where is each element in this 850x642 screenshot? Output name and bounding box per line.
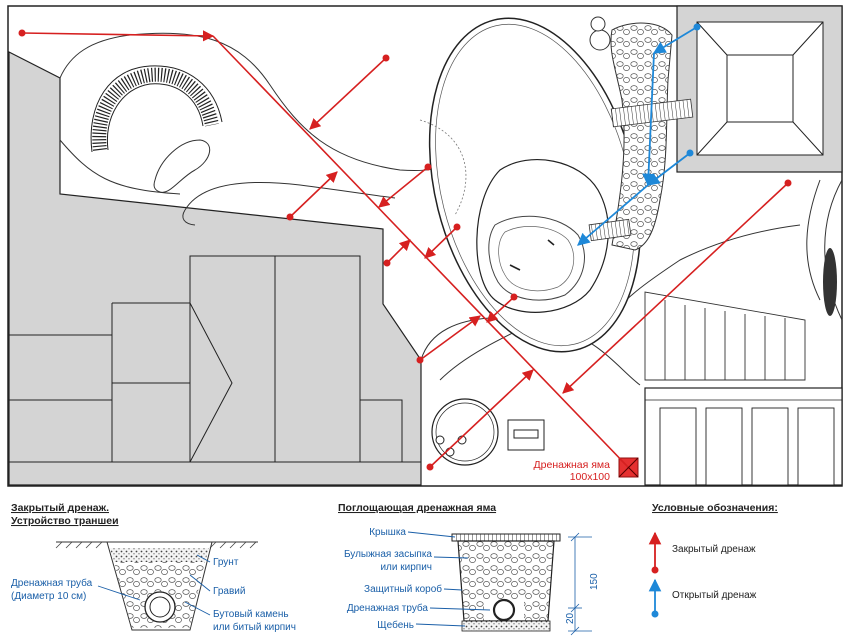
legend-open-dot bbox=[651, 610, 659, 618]
closed-drain-arrow bbox=[486, 296, 515, 323]
boulder bbox=[589, 29, 611, 51]
label-lid: Крышка bbox=[369, 527, 406, 538]
trench-soil bbox=[110, 548, 209, 562]
garage-roof bbox=[696, 21, 824, 156]
legend: Условные обозначения: Закрытый дренаж От… bbox=[648, 502, 778, 618]
trench-gravel bbox=[114, 562, 205, 578]
open-drain-arrow bbox=[646, 152, 691, 186]
closed-drain-arrow bbox=[21, 30, 215, 42]
trench-leaders bbox=[97, 554, 211, 616]
stepped-arc-outline bbox=[90, 65, 223, 153]
open-drain-arrow bbox=[577, 184, 649, 246]
boulder bbox=[590, 16, 606, 32]
dark-ellipse bbox=[823, 248, 837, 316]
label-pipe-line1: Дренажная труба bbox=[11, 577, 93, 589]
pond-water bbox=[498, 226, 575, 292]
closed-drain-arrow bbox=[378, 166, 429, 208]
open-drain-arrow bbox=[642, 52, 655, 187]
label-rubble-line1: Бутовый камень bbox=[213, 609, 289, 620]
dashed-curve bbox=[419, 119, 467, 216]
pond-inner bbox=[488, 215, 585, 301]
label-fill-line2: или кирпич bbox=[380, 562, 432, 573]
bench bbox=[507, 419, 545, 451]
drain-pit-size: 100x100 bbox=[570, 471, 610, 483]
label-fill-line1: Булыжная засыпка bbox=[344, 549, 432, 560]
rock-stream bbox=[610, 22, 673, 251]
closed-drain-arrow bbox=[424, 226, 458, 259]
closed-drain-arrow bbox=[386, 239, 411, 264]
flower-bed bbox=[153, 139, 210, 193]
bridge-lower bbox=[588, 218, 632, 242]
trench-title-line1: Закрытый дренаж. bbox=[11, 502, 109, 514]
round-table-inner bbox=[435, 402, 495, 462]
label-pit-pipe: Дренажная труба bbox=[347, 602, 429, 614]
legend-open-label: Открытый дренаж bbox=[672, 590, 757, 601]
pit-dimensions bbox=[568, 532, 592, 636]
closed-drain-arrow bbox=[429, 369, 534, 468]
pit-lid bbox=[451, 533, 561, 542]
closed-drain-arrow bbox=[419, 315, 481, 361]
legend-closed-label: Закрытый дренаж bbox=[672, 544, 756, 555]
open-drainage-lines bbox=[577, 26, 698, 246]
main-closed-drain bbox=[212, 35, 629, 468]
pit-crushed-stone bbox=[461, 620, 551, 632]
open-drain-endpoints bbox=[686, 23, 701, 157]
closed-drainage-lines bbox=[21, 30, 789, 468]
trench-walls bbox=[106, 541, 213, 631]
closed-drain-arrow bbox=[562, 182, 789, 394]
label-crushed: Щебень bbox=[377, 619, 414, 631]
pit-title: Поглощающая дренажная яма bbox=[338, 502, 496, 514]
pit-pipe bbox=[492, 598, 516, 622]
label-soil: Грунт bbox=[213, 557, 239, 568]
closed-drain-arrow bbox=[309, 57, 387, 130]
seat bbox=[435, 435, 445, 445]
closed-drain-arrow bbox=[289, 171, 338, 218]
dim-bottom: 20 bbox=[565, 612, 576, 624]
closed-drain-endpoints bbox=[18, 29, 792, 471]
trench-title-line2: Устройство траншеи bbox=[11, 515, 119, 527]
ground-hatch bbox=[55, 541, 257, 549]
label-pipe-line2: (Диаметр 10 см) bbox=[11, 591, 86, 602]
legend-closed-dot bbox=[651, 566, 659, 574]
label-box: Защитный короб bbox=[364, 583, 442, 595]
pit-section: Поглощающая дренажная яма 150 20 bbox=[338, 502, 600, 636]
label-rubble-line2: или битый кирпич bbox=[213, 621, 296, 633]
fish-marks bbox=[509, 239, 555, 271]
trench-pipe-inner bbox=[149, 596, 171, 618]
house-outline bbox=[9, 255, 421, 463]
bench-seat bbox=[513, 429, 539, 439]
striped-bed bbox=[644, 291, 806, 381]
stepped-arc-inner bbox=[106, 83, 204, 151]
legend-title: Условные обозначения: bbox=[652, 502, 778, 514]
dim-total: 150 bbox=[589, 573, 600, 590]
label-gravel: Гравий bbox=[213, 586, 245, 597]
trench-section: Закрытый дренаж. Устройство траншеи bbox=[11, 502, 296, 633]
drain-pit-label: Дренажная яма bbox=[534, 459, 611, 471]
trench-pipe bbox=[144, 591, 176, 623]
terrace-block bbox=[644, 387, 843, 486]
site-plan: Дренажная яма 100x100 bbox=[7, 5, 843, 487]
pond-outer bbox=[476, 159, 609, 313]
open-drain-arrow bbox=[652, 26, 698, 54]
pit-leaders bbox=[407, 531, 491, 627]
